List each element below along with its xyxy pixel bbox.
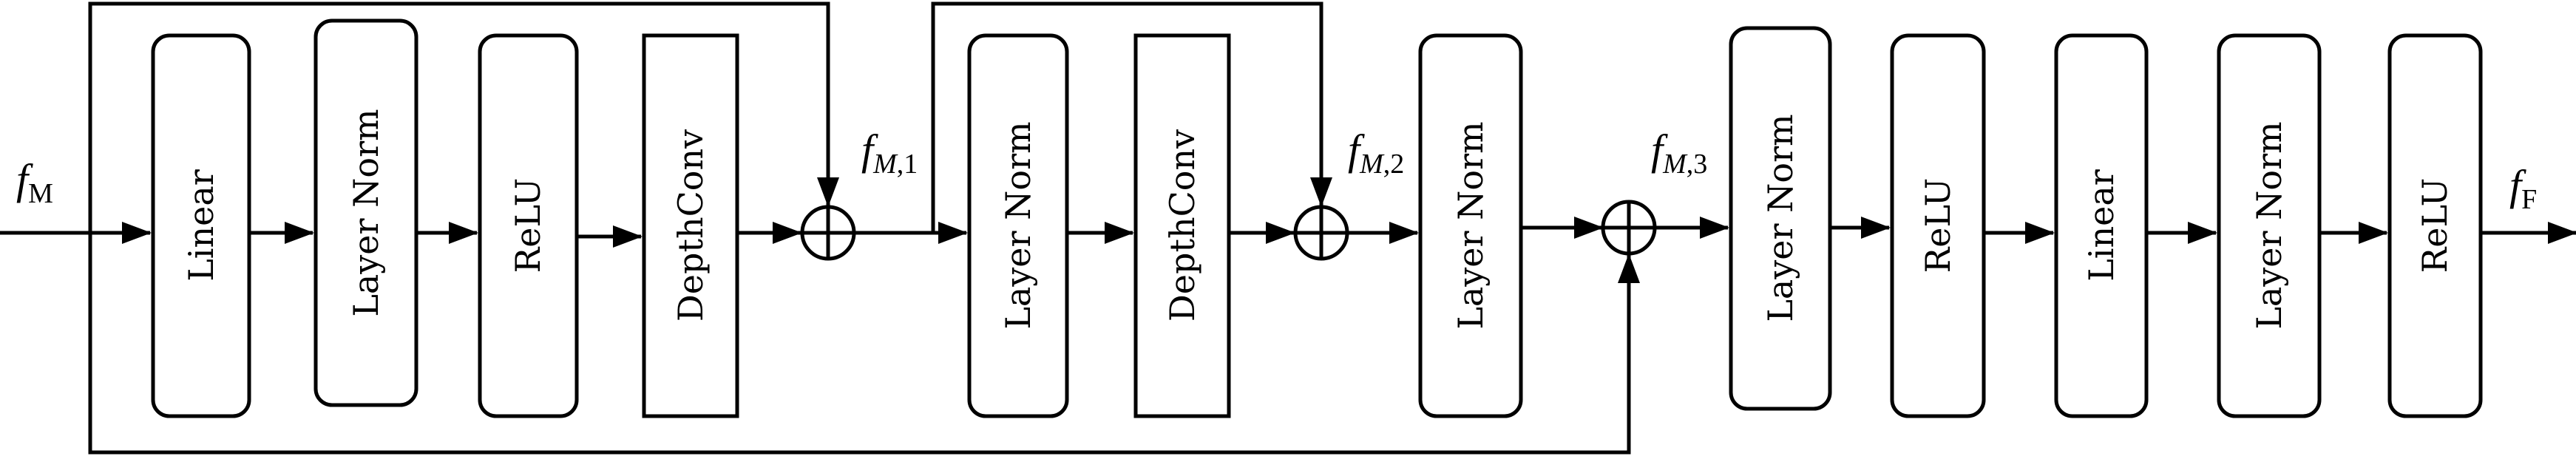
- node-label: DepthConv: [671, 129, 711, 322]
- f-m2-label: fM,2: [1348, 126, 1404, 180]
- skip-input-to-sum-3: [88, 233, 1640, 455]
- node-depthconv-1: DepthConv: [642, 33, 739, 418]
- node-linear-2: Linear: [2054, 33, 2149, 418]
- sum-node-2: [1293, 205, 1349, 261]
- skip-sum-1-to-sum-2: [931, 1, 1332, 233]
- node-label: Layer Norm: [1760, 114, 1800, 322]
- node-relu-3: ReLU: [2387, 33, 2483, 418]
- node-relu-1: ReLU: [478, 33, 579, 418]
- node-label: Layer Norm: [2249, 121, 2289, 329]
- f-m1-label: fM,1: [861, 126, 918, 180]
- node-label: Linear: [2081, 169, 2121, 282]
- node-label: ReLU: [1918, 178, 1958, 273]
- sum-node-1: [800, 205, 856, 261]
- sum-node-3: [1601, 200, 1657, 256]
- node-linear-1: Linear: [151, 33, 251, 418]
- skip-input-to-sum-1: [88, 1, 839, 233]
- node-layer-norm-3: Layer Norm: [1418, 33, 1523, 418]
- node-label: DepthConv: [1162, 129, 1202, 322]
- node-layer-norm-4: Layer Norm: [1729, 26, 1832, 411]
- node-label: ReLU: [508, 178, 548, 273]
- node-label: Layer Norm: [1451, 121, 1491, 329]
- node-layer-norm-1: Layer Norm: [313, 18, 418, 407]
- node-layer-norm-2: Layer Norm: [967, 33, 1069, 418]
- node-layer-norm-5: Layer Norm: [2217, 33, 2322, 418]
- f-m3-label: fM,3: [1651, 126, 1707, 180]
- input-label: fM: [16, 155, 53, 209]
- output-label: fF: [2509, 161, 2537, 215]
- node-label: Layer Norm: [998, 121, 1038, 329]
- node-label: Linear: [181, 169, 221, 282]
- node-label: Layer Norm: [346, 109, 386, 316]
- node-relu-2: ReLU: [1890, 33, 1986, 418]
- node-label: ReLU: [2415, 178, 2455, 273]
- node-depthconv-2: DepthConv: [1133, 33, 1231, 418]
